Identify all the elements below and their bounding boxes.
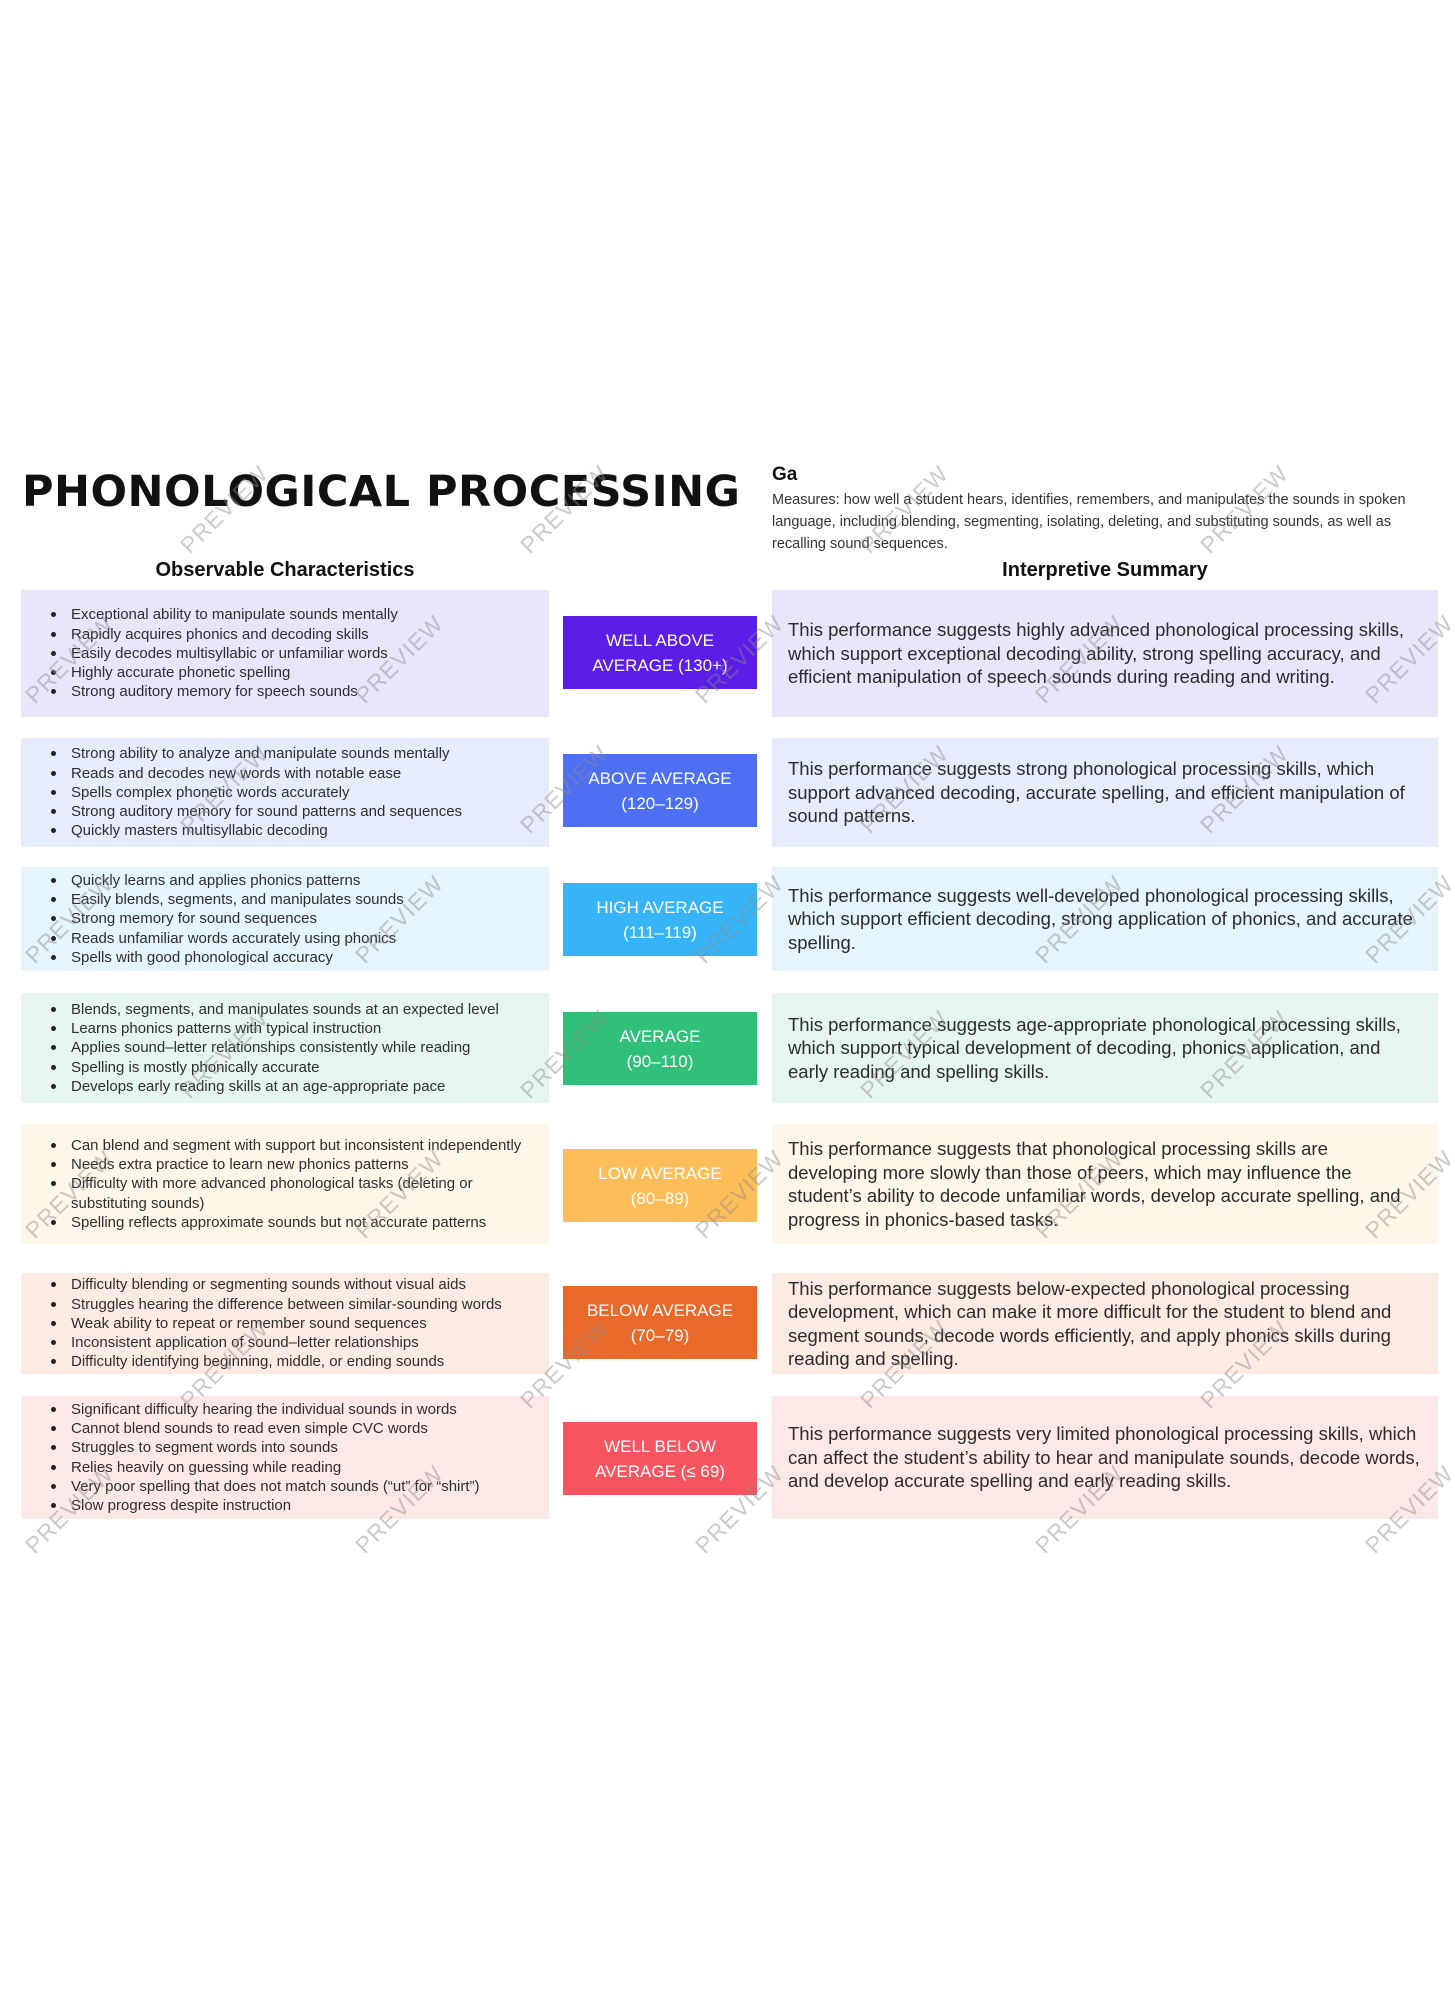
characteristic-item: Blends, segments, and manipulates sounds… [51, 1000, 541, 1019]
score-range-badge: ABOVE AVERAGE (120–129) [563, 754, 757, 827]
characteristic-item: Learns phonics patterns with typical ins… [51, 1019, 541, 1038]
observable-characteristics-heading: Observable Characteristics [155, 559, 415, 581]
characteristic-item: Applies sound–letter relationships consi… [51, 1038, 541, 1057]
summary-text: This performance suggests below-expected… [788, 1277, 1392, 1370]
characteristic-item: Exceptional ability to manipulate sounds… [51, 605, 541, 624]
badge-range: AVERAGE (≤ 69) [595, 1461, 725, 1481]
observable-characteristics-box: Quickly learns and applies phonics patte… [21, 867, 549, 971]
characteristics-list: Blends, segments, and manipulates sounds… [51, 1000, 541, 1096]
characteristics-list: Quickly learns and applies phonics patte… [51, 871, 541, 967]
characteristic-item: Strong ability to analyze and manipulate… [51, 744, 541, 763]
badge-label: HIGH AVERAGE [596, 897, 724, 917]
ga-description: Measures: how well a student hears, iden… [772, 492, 1406, 552]
ga-block: Ga Measures: how well a student hears, i… [772, 463, 1432, 555]
rating-row: Blends, segments, and manipulates sounds… [0, 993, 1455, 1103]
characteristics-list: Exceptional ability to manipulate sounds… [51, 605, 541, 701]
badge-label: WELL BELOW [604, 1436, 716, 1456]
characteristic-item: Cannot blend sounds to read even simple … [51, 1419, 541, 1438]
summary-text: This performance suggests highly advance… [788, 619, 1404, 688]
characteristic-item: Rapidly acquires phonics and decoding sk… [51, 625, 541, 644]
observable-characteristics-box: Exceptional ability to manipulate sounds… [21, 590, 549, 717]
badge-range: (120–129) [621, 793, 699, 813]
badge-label: LOW AVERAGE [598, 1163, 722, 1183]
rating-row: Quickly learns and applies phonics patte… [0, 867, 1455, 971]
interpretive-summary-box: This performance suggests age-appropriat… [772, 993, 1438, 1103]
characteristic-item: Spells with good phonological accuracy [51, 948, 541, 967]
characteristics-list: Difficulty blending or segmenting sounds… [51, 1275, 541, 1371]
interpretive-summary-box: This performance suggests well-developed… [772, 867, 1438, 971]
score-range-badge: WELL BELOW AVERAGE (≤ 69) [563, 1422, 757, 1495]
characteristic-item: Weak ability to repeat or remember sound… [51, 1314, 541, 1333]
characteristic-item: Struggles to segment words into sounds [51, 1438, 541, 1457]
characteristic-item: Highly accurate phonetic spelling [51, 663, 541, 682]
characteristic-item: Strong auditory memory for sound pattern… [51, 802, 541, 821]
score-range-badge: HIGH AVERAGE (111–119) [563, 883, 757, 956]
characteristic-item: Develops early reading skills at an age-… [51, 1077, 541, 1096]
badge-range: (111–119) [623, 922, 697, 942]
characteristic-item: Strong auditory memory for speech sounds [51, 682, 541, 701]
observable-characteristics-box: Strong ability to analyze and manipulate… [21, 738, 549, 847]
badge-label: WELL ABOVE [605, 630, 715, 650]
characteristic-item: Strong memory for sound sequences [51, 909, 541, 928]
characteristic-item: Very poor spelling that does not match s… [51, 1477, 541, 1496]
page-title: PHONOLOGICAL PROCESSING [22, 467, 741, 517]
characteristic-item: Slow progress despite instruction [51, 1496, 541, 1515]
characteristics-list: Can blend and segment with support but i… [51, 1136, 541, 1232]
score-range-badge: BELOW AVERAGE (70–79) [563, 1286, 757, 1359]
interpretive-summary-heading: Interpretive Summary [1002, 559, 1208, 581]
interpretive-summary-box: This performance suggests that phonologi… [772, 1124, 1438, 1244]
characteristic-item: Difficulty with more advanced phonologic… [51, 1174, 541, 1212]
characteristic-item: Spells complex phonetic words accurately [51, 783, 541, 802]
characteristic-item: Spelling reflects approximate sounds but… [51, 1213, 541, 1232]
characteristics-list: Strong ability to analyze and manipulate… [51, 744, 541, 840]
characteristic-item: Quickly masters multisyllabic decoding [51, 821, 541, 840]
badge-range: (70–79) [630, 1325, 690, 1345]
rating-row: Significant difficulty hearing the indiv… [0, 1396, 1455, 1519]
badge-range: (90–110) [626, 1051, 694, 1071]
observable-characteristics-box: Difficulty blending or segmenting sounds… [21, 1273, 549, 1374]
characteristic-item: Spelling is mostly phonically accurate [51, 1058, 541, 1077]
badge-label: ABOVE AVERAGE [588, 768, 732, 788]
badge-label: AVERAGE [619, 1026, 701, 1046]
rating-row: Exceptional ability to manipulate sounds… [0, 590, 1455, 717]
interpretive-summary-box: This performance suggests strong phonolo… [772, 738, 1438, 847]
summary-text: This performance suggests strong phonolo… [788, 758, 1405, 827]
badge-label: BELOW AVERAGE [586, 1300, 734, 1320]
observable-characteristics-box: Can blend and segment with support but i… [21, 1124, 549, 1244]
ga-label: Ga [772, 464, 798, 485]
badge-range: AVERAGE (130+) [592, 655, 728, 675]
observable-characteristics-box: Significant difficulty hearing the indiv… [21, 1396, 549, 1519]
characteristic-item: Inconsistent application of sound–letter… [51, 1333, 541, 1352]
characteristic-item: Difficulty identifying beginning, middle… [51, 1352, 541, 1371]
characteristic-item: Reads unfamiliar words accurately using … [51, 929, 541, 948]
interpretive-summary-box: This performance suggests highly advance… [772, 590, 1438, 717]
score-range-badge: WELL ABOVE AVERAGE (130+) [563, 616, 757, 689]
observable-characteristics-box: Blends, segments, and manipulates sounds… [21, 993, 549, 1103]
characteristic-item: Can blend and segment with support but i… [51, 1136, 541, 1155]
badge-range: (80–89) [630, 1188, 690, 1208]
rating-row: Strong ability to analyze and manipulate… [0, 738, 1455, 847]
interpretive-summary-box: This performance suggests below-expected… [772, 1273, 1438, 1374]
characteristic-item: Difficulty blending or segmenting sounds… [51, 1275, 541, 1294]
characteristic-item: Easily decodes multisyllabic or unfamili… [51, 644, 541, 663]
score-range-badge: AVERAGE (90–110) [563, 1012, 757, 1085]
rating-row: Difficulty blending or segmenting sounds… [0, 1273, 1455, 1374]
characteristic-item: Easily blends, segments, and manipulates… [51, 890, 541, 909]
characteristic-item: Significant difficulty hearing the indiv… [51, 1400, 541, 1419]
characteristics-list: Significant difficulty hearing the indiv… [51, 1400, 541, 1515]
interpretive-summary-box: This performance suggests very limited p… [772, 1396, 1438, 1519]
summary-text: This performance suggests age-appropriat… [788, 1013, 1401, 1082]
characteristic-item: Reads and decodes new words with notable… [51, 764, 541, 783]
score-range-badge: LOW AVERAGE (80–89) [563, 1149, 757, 1222]
summary-text: This performance suggests well-developed… [788, 884, 1413, 953]
rating-row: Can blend and segment with support but i… [0, 1124, 1455, 1244]
characteristic-item: Struggles hearing the difference between… [51, 1295, 541, 1314]
summary-text: This performance suggests very limited p… [788, 1423, 1420, 1492]
characteristic-item: Relies heavily on guessing while reading [51, 1458, 541, 1477]
characteristic-item: Needs extra practice to learn new phonic… [51, 1155, 541, 1174]
characteristic-item: Quickly learns and applies phonics patte… [51, 871, 541, 890]
summary-text: This performance suggests that phonologi… [788, 1138, 1401, 1230]
